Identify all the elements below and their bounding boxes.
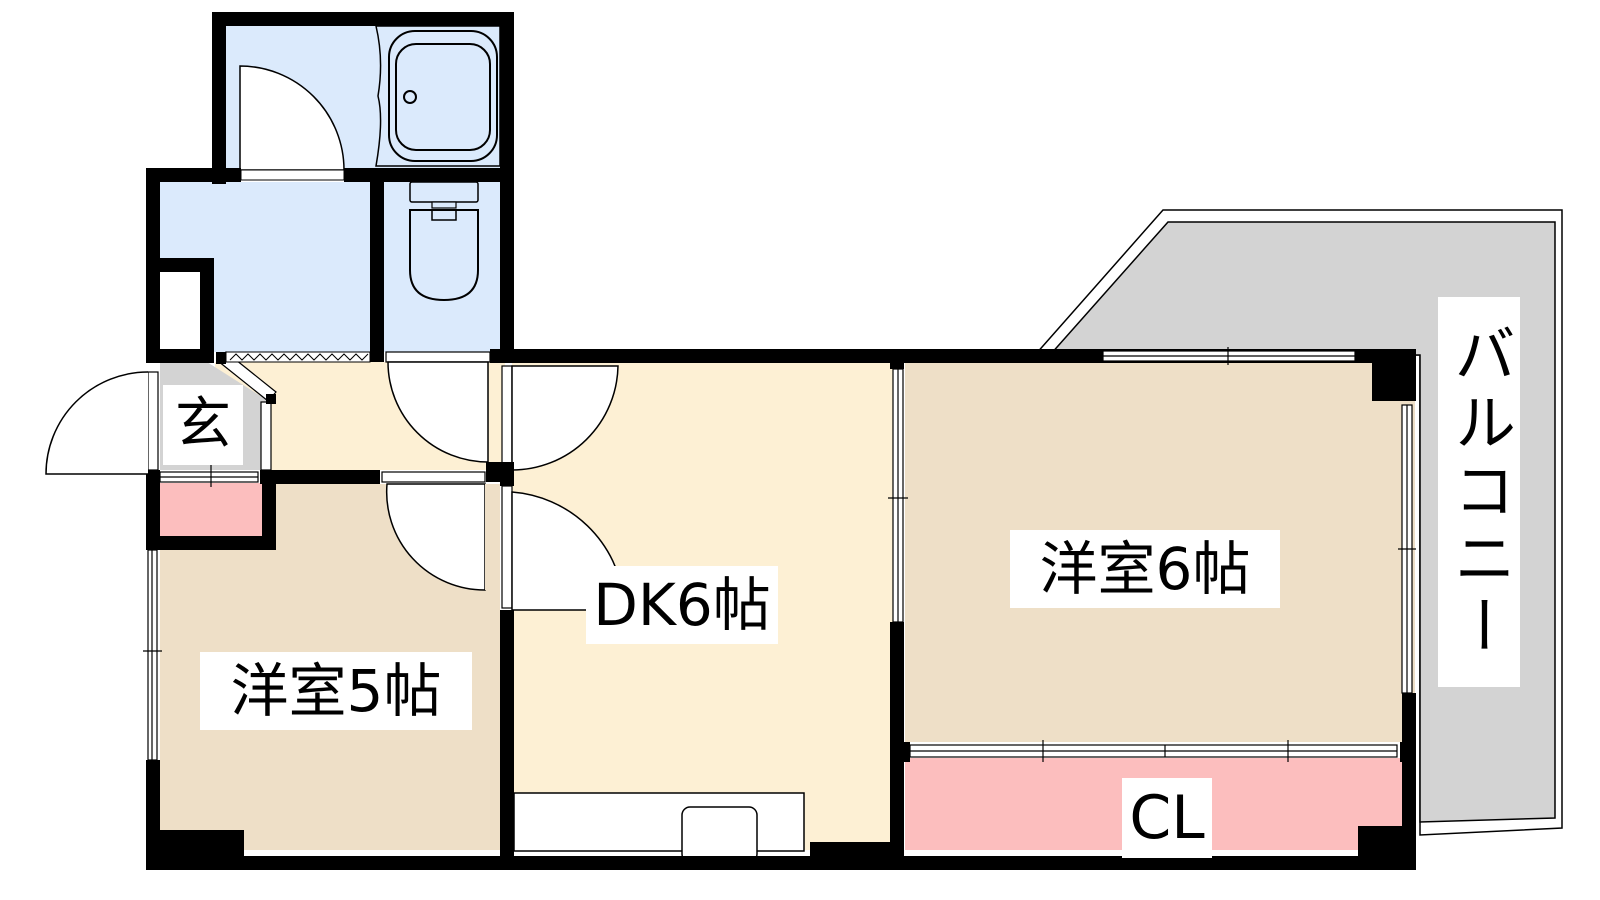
front-door [45, 371, 149, 475]
folding-door [225, 351, 371, 363]
balcony-label: バルコニー [1438, 297, 1520, 687]
entrance-angled-frame [216, 351, 277, 404]
toilet [409, 181, 479, 302]
windows [143, 347, 1416, 762]
dk-label: DK6帖 [586, 566, 778, 644]
western-room-5-label: 洋室5帖 [200, 652, 472, 730]
entrance-label: 玄 [163, 385, 243, 465]
room5-door [385, 483, 486, 591]
closet-label: CL [1122, 778, 1212, 858]
balcony [1033, 209, 1563, 836]
kitchen-counter [513, 792, 805, 863]
bathtub [375, 25, 501, 167]
western-room-6-label: 洋室6帖 [1010, 530, 1280, 608]
hall-door-upper [387, 361, 489, 463]
shoe-storage [160, 272, 200, 352]
